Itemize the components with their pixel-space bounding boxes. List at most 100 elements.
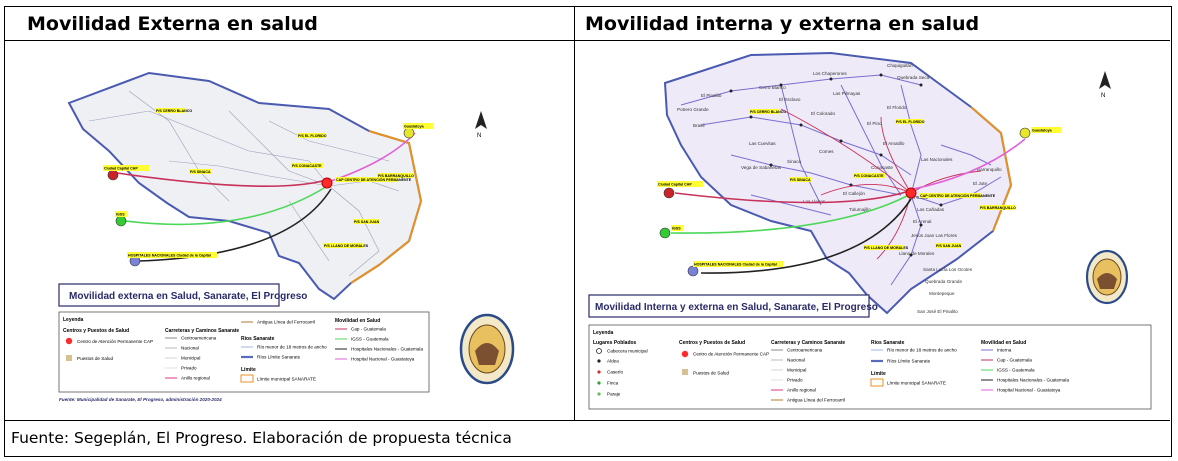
svg-text:Jesús Juan Las Flores: Jesús Juan Las Flores xyxy=(911,233,958,238)
svg-text:P/S SINACA: P/S SINACA xyxy=(790,178,811,182)
svg-text:Comes: Comes xyxy=(819,149,834,154)
map-left-legend xyxy=(58,311,430,393)
label-guastatoya: Guastatoya xyxy=(1032,129,1053,133)
internal-external-mobility-map: Chiquiguitán Quebrada Seca Los Chaperone… xyxy=(581,45,1165,415)
svg-text:Las Pilmayas: Las Pilmayas xyxy=(833,91,861,96)
svg-text:IGSS - Guatemala: IGSS - Guatemala xyxy=(997,368,1035,373)
svg-text:Potrero Grande: Potrero Grande xyxy=(677,107,709,112)
svg-text:El Pino: El Pino xyxy=(867,121,882,126)
svg-text:Centros y Puestos de Salud: Centros y Puestos de Salud xyxy=(63,328,129,334)
svg-text:Las Cañadas: Las Cañadas xyxy=(917,207,945,212)
svg-text:Nacional: Nacional xyxy=(181,346,199,351)
svg-text:Anillo regional: Anillo regional xyxy=(181,376,210,381)
svg-text:Centroamericana: Centroamericana xyxy=(787,348,823,353)
map-right-title: Movilidad Interna y externa en Salud, Sa… xyxy=(595,302,878,313)
svg-text:N: N xyxy=(1101,93,1105,99)
svg-text:Municipal: Municipal xyxy=(181,356,200,361)
svg-text:Río menor de 18 metros de anch: Río menor de 18 metros de ancho xyxy=(257,345,327,350)
arc-cap xyxy=(116,172,330,187)
map-left-title-box xyxy=(58,283,280,307)
map-left-svg: Ciudad Capital CAP IGSS HOSPITALES NACIO… xyxy=(29,51,563,413)
svg-text:N: N xyxy=(477,133,481,139)
svg-text:Leyenda: Leyenda xyxy=(593,330,614,336)
svg-text:El Callejón: El Callejón xyxy=(843,191,865,196)
svg-text:Privado: Privado xyxy=(787,378,803,383)
map-right-svg: Chiquiguitán Quebrada Seca Los Chaperone… xyxy=(581,45,1165,415)
svg-text:Carreteras y Caminos Sanarate: Carreteras y Caminos Sanarate xyxy=(165,328,239,334)
svg-text:Puestos de Salud: Puestos de Salud xyxy=(693,371,729,376)
svg-text:P/S EL FLORIDO: P/S EL FLORIDO xyxy=(298,134,327,138)
svg-text:P/S CERRO BLANCO: P/S CERRO BLANCO xyxy=(156,109,192,113)
svg-text:P/S CERRO BLANCO: P/S CERRO BLANCO xyxy=(750,110,786,114)
svg-text:P/S LLANO DE MORALES: P/S LLANO DE MORALES xyxy=(864,246,909,250)
svg-text:Vega de Sabanetas: Vega de Sabanetas xyxy=(741,165,782,170)
road-network xyxy=(680,74,1002,286)
svg-text:P/S EL FLORIDO: P/S EL FLORIDO xyxy=(896,120,925,124)
map-right-legend xyxy=(588,324,1152,410)
svg-text:Carreteras y Caminos Sanarate: Carreteras y Caminos Sanarate xyxy=(771,340,845,346)
svg-text:Ríos Sanarate: Ríos Sanarate xyxy=(241,336,275,342)
svg-text:Nacional: Nacional xyxy=(787,358,805,363)
svg-text:San José El Pinalito: San José El Pinalito xyxy=(917,309,958,314)
svg-text:Centroamericana: Centroamericana xyxy=(181,336,217,341)
svg-text:Los Llanos: Los Llanos xyxy=(803,199,826,204)
comparison-table: Movilidad Externa en salud Movilidad int… xyxy=(4,6,1172,457)
svg-text:IGSS - Guatemala: IGSS - Guatemala xyxy=(351,337,389,342)
igss-node xyxy=(659,227,671,239)
svg-text:Hospitales Nacionales - Guatem: Hospitales Nacionales - Guatemala xyxy=(351,347,423,352)
svg-text:Quebrada Grande: Quebrada Grande xyxy=(925,279,962,284)
svg-text:Sinaca: Sinaca xyxy=(787,159,801,164)
svg-text:Hospital Nacional - Guastatoya: Hospital Nacional - Guastatoya xyxy=(997,388,1061,393)
svg-text:Límite municipal SANARATE: Límite municipal SANARATE xyxy=(887,381,946,386)
map-left-source: Fuente: Municipalidad de Sanarate, El Pr… xyxy=(59,397,222,402)
svg-text:Municipal: Municipal xyxy=(787,368,806,373)
arc-cap xyxy=(674,190,910,204)
svg-text:P/S SINACA: P/S SINACA xyxy=(190,170,211,174)
north-arrow-icon: N xyxy=(1099,71,1111,99)
svg-text:CAP CENTRO DE ATENCIÓN PERMANE: CAP CENTRO DE ATENCIÓN PERMANENTE xyxy=(920,193,996,198)
svg-text:Antigua Línea del Ferrocarril: Antigua Línea del Ferrocarril xyxy=(257,320,315,325)
map-cell-left: Ciudad Capital CAP IGSS HOSPITALES NACIO… xyxy=(5,41,575,421)
svg-text:Movilidad en Salud: Movilidad en Salud xyxy=(335,318,380,324)
capital-node xyxy=(663,187,675,199)
label-igss: IGSS xyxy=(672,227,681,231)
svg-text:Lugares Poblados: Lugares Poblados xyxy=(593,340,637,346)
svg-text:P/S BARRANQUILLO: P/S BARRANQUILLO xyxy=(378,174,414,178)
north-arrow-icon: N xyxy=(475,111,487,139)
svg-text:Centros y Puestos de Salud: Centros y Puestos de Salud xyxy=(679,340,745,346)
svg-text:Caserío: Caserío xyxy=(607,370,624,375)
svg-text:Cerro Blanco: Cerro Blanco xyxy=(759,85,786,90)
svg-text:Límite: Límite xyxy=(871,371,886,377)
map-left-title: Movilidad externa en Salud, Sanarate, El… xyxy=(69,291,307,302)
label-capital: Ciudad Capital CAP xyxy=(104,167,138,171)
header-cell-left: Movilidad Externa en salud xyxy=(5,7,575,41)
label-hospitales: HOSPITALES NACIONALES Ciudad de la Capit… xyxy=(694,263,777,267)
capital-node xyxy=(107,169,119,181)
municipal-seal-icon xyxy=(1085,249,1129,305)
guastatoya-node xyxy=(1019,127,1031,139)
svg-text:Límite municipal SANARATE: Límite municipal SANARATE xyxy=(257,377,316,382)
hospitales-node xyxy=(687,265,699,277)
label-igss: IGSS xyxy=(116,213,125,217)
svg-text:El Pinalito: El Pinalito xyxy=(701,93,722,98)
arc-hospitales xyxy=(138,188,332,262)
svg-text:Hospitales Nacionales - Guatem: Hospitales Nacionales - Guatemala xyxy=(997,378,1069,383)
svg-text:P/S BARRANQUILLO: P/S BARRANQUILLO xyxy=(980,206,1016,210)
svg-text:P/S SAN JUAN: P/S SAN JUAN xyxy=(936,244,962,248)
arc-igss xyxy=(124,184,330,226)
label-hospitales: HOSPITALES NACIONALES Ciudad de la Capit… xyxy=(128,254,211,258)
svg-text:Interna: Interna xyxy=(997,348,1012,353)
map-cell-right: Chiquiguitán Quebrada Seca Los Chaperone… xyxy=(575,41,1170,421)
cap-heart-icon xyxy=(905,187,917,199)
svg-text:Leyenda: Leyenda xyxy=(63,317,84,323)
label-capital: Ciudad Capital CAP xyxy=(658,183,692,187)
svg-text:Cap - Guatemala: Cap - Guatemala xyxy=(351,327,386,332)
svg-text:Privado: Privado xyxy=(181,366,197,371)
svg-text:Puestos de Salud: Puestos de Salud xyxy=(77,356,113,361)
svg-text:Chiquiguitán: Chiquiguitán xyxy=(887,63,913,68)
external-mobility-map: Ciudad Capital CAP IGSS HOSPITALES NACIO… xyxy=(29,51,563,413)
arc-guastatoya xyxy=(330,132,416,182)
arc-guastatoya xyxy=(912,138,1026,190)
svg-text:Hospital Nacional - Guastatoya: Hospital Nacional - Guastatoya xyxy=(351,357,415,362)
svg-text:Cap - Guatemala: Cap - Guatemala xyxy=(997,358,1032,363)
